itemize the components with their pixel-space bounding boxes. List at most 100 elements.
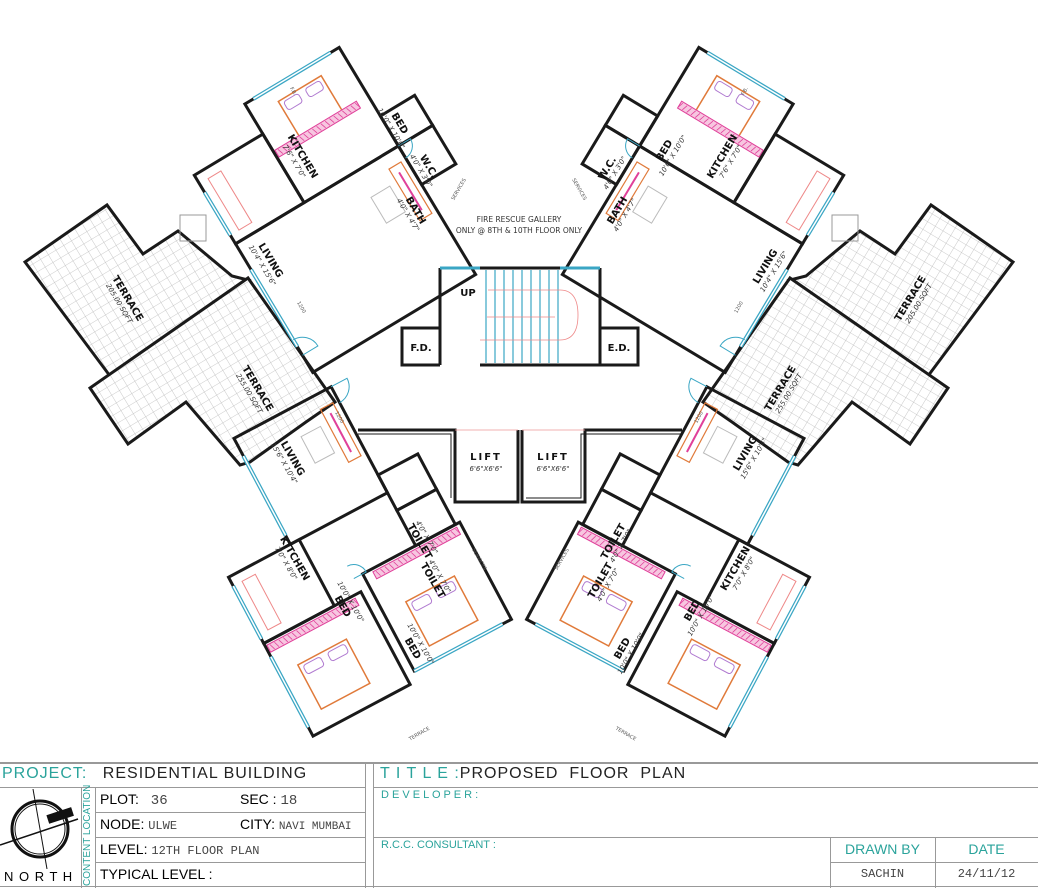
fire-rescue-note-line2: ONLY @ 8TH & 10TH FLOOR ONLY (456, 226, 583, 235)
kitchen-room (701, 537, 812, 646)
kitchen-counter (241, 573, 282, 631)
services-tag: SERVICES (470, 547, 487, 571)
sofa (319, 401, 362, 464)
pillow (283, 93, 303, 110)
door-swing (671, 564, 691, 579)
door-swing (347, 564, 367, 579)
pillow (713, 657, 735, 674)
stair-up-label: UP (460, 288, 475, 299)
unit-bottom-left (226, 377, 514, 739)
pillow (303, 657, 325, 674)
drawn-by-label: DRAWN BY (845, 841, 920, 857)
pillow (714, 80, 733, 98)
pillow (605, 594, 627, 611)
north-arrow-icon (0, 789, 79, 869)
terrace-tag: TERRACE (407, 726, 431, 743)
title-value: PROPOSED FLOOR PLAN (459, 765, 687, 782)
door-swing (398, 138, 413, 159)
wc-room (603, 93, 660, 149)
wardrobe (372, 526, 462, 580)
lift-1: LIFT 6'6"X6'6" (470, 452, 503, 473)
developer-label: D E V E L O P E R : (381, 789, 479, 801)
pillow (689, 644, 711, 662)
kitchen-counter (756, 573, 797, 631)
wardrobe (274, 100, 362, 158)
electric-duct: E.D. (600, 326, 640, 367)
terrace-tag: TERRACE (613, 725, 637, 742)
content-location-label: CONTENT LOCATION (82, 784, 93, 886)
lift-1-dim: 6'6"X6'6" (470, 465, 503, 473)
unit-top-left (192, 45, 478, 375)
pillow (435, 581, 457, 598)
wardrobe (676, 100, 764, 158)
staircase: UP (438, 266, 602, 367)
fb-tag: F.B. (288, 86, 298, 97)
pillow (327, 644, 349, 662)
lift-2-dim: 6'6"X6'6" (537, 465, 570, 473)
unit-top-right (560, 45, 846, 375)
lift-1-label: LIFT (470, 452, 502, 463)
unit-bottom-right (524, 377, 812, 739)
lift-2-label: LIFT (537, 452, 569, 463)
pillow (581, 581, 603, 598)
door-swing (719, 336, 746, 356)
lift-lobby (358, 428, 682, 504)
kitchen-counter (785, 170, 831, 231)
door-tag: 1200 (693, 410, 705, 424)
city-label: CITY: (240, 816, 276, 832)
node-value: ULWE (148, 819, 178, 833)
level-value: 12TH FLOOR PLAN (151, 844, 260, 858)
title-block: PROJECT: RESIDENTIAL BUILDING T I T L E … (0, 762, 1038, 888)
wardrobe (266, 597, 360, 653)
pillow (305, 80, 324, 98)
sec-value: 18 (280, 793, 298, 809)
wardrobe (576, 526, 666, 580)
rcc-consultant-label: R.C.C. CONSULTANT : (381, 839, 496, 851)
city-value: NAVI MUMBAI (278, 821, 352, 833)
floor-plan: UP F.D. E.D. FIRE RESCUE GALLERY ONLY @ … (22, 45, 1016, 743)
north-label: N O R T H (4, 869, 74, 884)
table (370, 185, 406, 224)
project-value: RESIDENTIAL BUILDING (102, 765, 308, 782)
fd-label: F.D. (410, 343, 431, 354)
node-label: NODE: (100, 816, 145, 832)
table (300, 425, 336, 464)
door-swing (625, 138, 640, 159)
wardrobe (678, 597, 772, 653)
pillow (411, 594, 433, 611)
door-tag: 1200 (295, 300, 307, 314)
fb-tag: F.B. (740, 86, 750, 97)
title-label: T I T L E : (380, 765, 460, 782)
bed-furniture (404, 575, 479, 647)
duct-right (831, 214, 859, 242)
kitchen-counter (207, 170, 253, 231)
drawn-by-value: SACHIN (860, 867, 905, 881)
door-swing (330, 377, 350, 404)
fire-duct: F.D. (400, 326, 440, 367)
fire-rescue-note-line1: FIRE RESCUE GALLERY (477, 215, 562, 224)
sofa (605, 161, 650, 222)
door-swing (688, 377, 708, 404)
duct-left (179, 214, 207, 242)
services-tag: SERVICES (450, 177, 467, 201)
services-tag: SERVICES (570, 177, 587, 201)
lift-2: LIFT 6'6"X6'6" (537, 452, 570, 473)
toilet-room (599, 451, 662, 513)
pillow (735, 93, 755, 110)
plot-label: PLOT: (100, 791, 139, 807)
door-swing (292, 336, 319, 356)
door-tag: 1200 (333, 410, 345, 424)
project-label: PROJECT: (2, 765, 88, 782)
ed-label: E.D. (608, 343, 631, 354)
bed-furniture (667, 638, 742, 711)
typical-level-label: TYPICAL LEVEL : (100, 866, 213, 882)
date-value: 24/11/12 (957, 867, 1016, 881)
bed-furniture (296, 638, 371, 711)
